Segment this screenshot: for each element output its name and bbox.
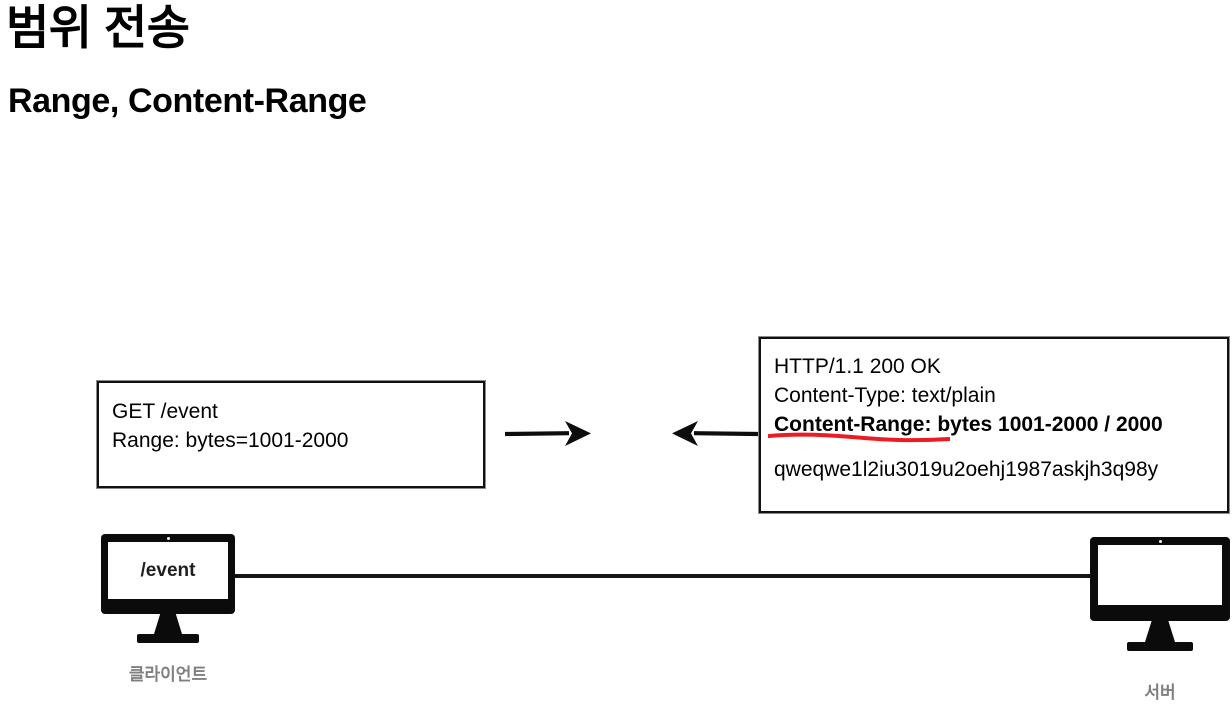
- http-response-lines: HTTP/1.1 200 OK Content-Type: text/plain…: [774, 352, 1219, 484]
- content-range-header-value: bytes 1001-2000 / 2000: [931, 413, 1163, 436]
- client-caption: 클라이언트: [128, 665, 208, 684]
- network-connection-line: [232, 574, 1094, 578]
- http-request-lines: GET /event Range: bytes=1001-2000: [112, 397, 475, 455]
- client-webcam-dot: [166, 537, 170, 540]
- client-screen-path-label: /event: [140, 559, 196, 581]
- response-body-payload: qweqwe1l2iu3019u2oehj1987askjh3q98y: [774, 458, 1159, 481]
- page-title: 범위 전송: [6, 1, 190, 54]
- response-arrow-icon: [668, 416, 760, 450]
- server-webcam-dot: [1158, 540, 1162, 543]
- response-header-body-separator: [774, 439, 1219, 455]
- client-computer-icon: /event: [101, 534, 235, 643]
- http-response-box: HTTP/1.1 200 OK Content-Type: text/plain…: [758, 336, 1230, 514]
- response-content-type-line: Content-Type: text/plain: [774, 384, 996, 407]
- response-status-line: HTTP/1.1 200 OK: [774, 355, 941, 378]
- server-monitor-base: [1127, 642, 1193, 651]
- server-monitor-neck: [1145, 621, 1175, 642]
- server-caption: 서버: [1144, 683, 1176, 702]
- server-computer-icon: [1090, 537, 1230, 651]
- page-subtitle: Range, Content-Range: [8, 82, 367, 120]
- response-content-range-line: Content-Range: bytes 1001-2000 / 2000: [774, 410, 1219, 439]
- server-monitor-body: [1090, 537, 1230, 621]
- client-monitor-body: /event: [101, 534, 235, 614]
- request-arrow-icon: [503, 416, 593, 450]
- client-monitor-base: [137, 634, 199, 643]
- server-monitor-screen: [1098, 545, 1222, 605]
- content-range-header-label: Content-Range:: [774, 413, 932, 436]
- client-monitor-screen: /event: [108, 542, 228, 599]
- client-monitor-neck: [154, 614, 182, 634]
- http-request-box: GET /event Range: bytes=1001-2000: [96, 380, 486, 489]
- request-line-range-header: Range: bytes=1001-2000: [112, 429, 349, 452]
- request-line-method: GET /event: [112, 400, 218, 423]
